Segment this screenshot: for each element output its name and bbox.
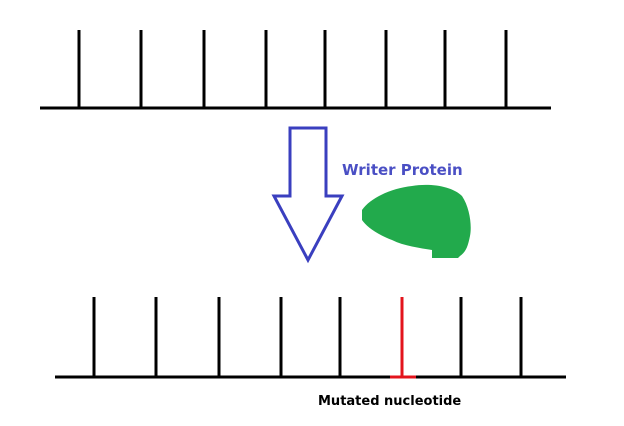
writer-protein-label: Writer Protein [342,161,463,179]
top-strand-nucleotides [77,30,508,108]
top-strand [40,30,551,110]
protein-blob-icon [362,184,471,258]
down-arrow-icon [271,126,345,264]
bottom-strand-nucleotides [92,297,523,379]
mutated-nucleotide-label: Mutated nucleotide [318,394,461,409]
bottom-strand [55,297,566,379]
